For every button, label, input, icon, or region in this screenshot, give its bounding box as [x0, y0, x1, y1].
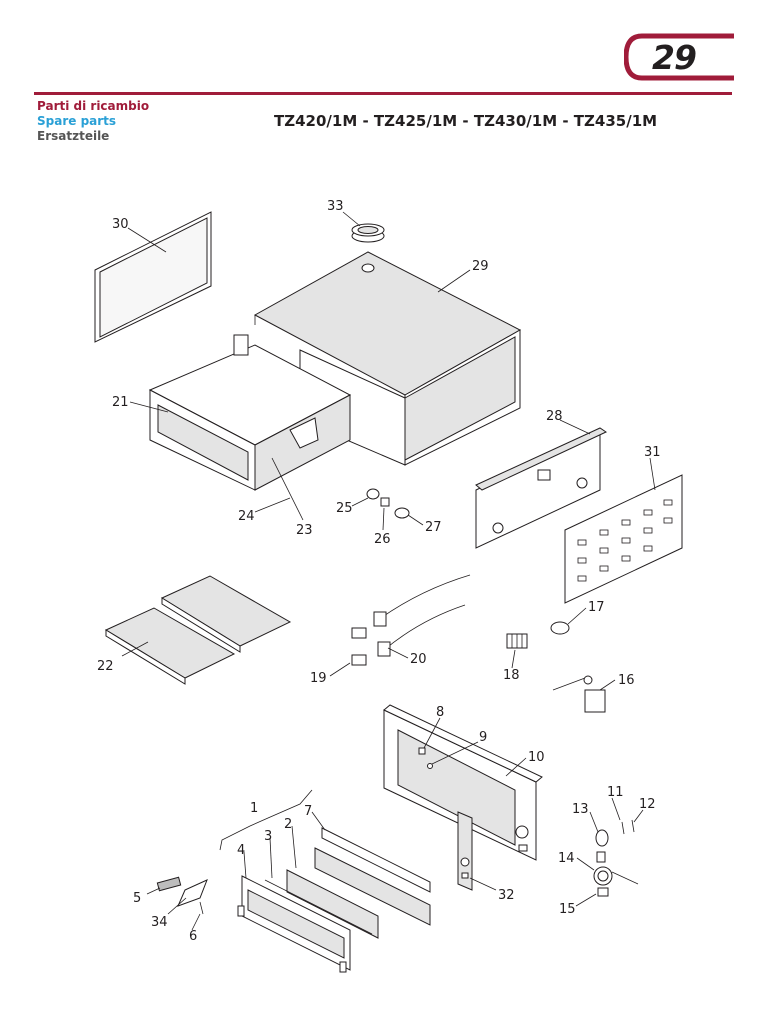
callout-18: 18 — [503, 668, 520, 683]
label-italian: Parti di ricambio — [37, 99, 150, 113]
callout-21: 21 — [112, 395, 129, 410]
part-19-switch — [351, 654, 367, 666]
callout-12: 12 — [639, 797, 656, 812]
callout-11: 11 — [607, 785, 624, 800]
callout-6: 6 — [189, 929, 197, 944]
part-15-knob-base — [597, 887, 609, 897]
callout-31: 31 — [644, 445, 661, 460]
callout-8: 8 — [436, 705, 444, 720]
label-german: Ersatzteile — [37, 129, 110, 143]
callout-14: 14 — [558, 851, 575, 866]
callout-27: 27 — [425, 520, 442, 535]
part-20-thermostat — [351, 574, 471, 657]
callout-15: 15 — [559, 902, 576, 917]
part-3-door-rod — [264, 879, 373, 935]
callout-20: 20 — [410, 652, 427, 667]
callout-23: 23 — [296, 523, 313, 538]
part-29-outer-cabinet — [253, 251, 522, 466]
part-1-door-bracket — [219, 789, 313, 851]
part-16-fan-motor — [552, 675, 606, 713]
part-33-vent-ring — [351, 223, 385, 243]
part-25-fitting — [366, 488, 380, 500]
callout-4: 4 — [237, 843, 245, 858]
part-28-back-plate — [475, 427, 608, 549]
page-number: 29 — [652, 38, 697, 77]
callout-34: 34 — [151, 915, 168, 930]
part-31-rear-panel — [564, 474, 683, 604]
header-rule — [34, 92, 732, 95]
callout-16: 16 — [618, 673, 635, 688]
callout-1: 1 — [250, 801, 258, 816]
callout-labels: 30 33 29 21 28 31 25 27 26 24 23 17 22 2… — [97, 199, 661, 944]
callout-5: 5 — [133, 891, 141, 906]
callout-3: 3 — [264, 829, 272, 844]
callout-33: 33 — [327, 199, 344, 214]
callout-10: 10 — [528, 750, 545, 765]
part-11-pin — [621, 821, 625, 835]
page-number-tab — [624, 33, 734, 81]
callout-13: 13 — [572, 802, 589, 817]
part-17-lamp-holder — [550, 621, 570, 635]
part-7-door-rail — [314, 827, 431, 926]
label-english: Spare parts — [37, 114, 117, 128]
part-34-handle-plate — [177, 879, 208, 907]
callout-24: 24 — [238, 509, 255, 524]
part-4-door-panel — [237, 875, 351, 973]
callout-17: 17 — [588, 600, 605, 615]
part-13-knob-cap — [595, 829, 609, 847]
models-title: TZ420/1M - TZ425/1M - TZ430/1M - TZ435/1… — [274, 112, 658, 130]
part-21-oven-muffle — [148, 334, 352, 491]
part-26-fitting — [380, 497, 390, 507]
callout-2: 2 — [284, 817, 292, 832]
part-14-knob — [593, 851, 639, 886]
callout-26: 26 — [374, 532, 391, 547]
part-5-handle-bolt — [156, 876, 182, 892]
callout-30: 30 — [112, 217, 129, 232]
callout-22: 22 — [97, 659, 114, 674]
part-30-glass-panel — [94, 211, 212, 343]
callout-29: 29 — [472, 259, 489, 274]
part-8-clip — [418, 747, 426, 755]
leader-lines — [121, 211, 656, 931]
callout-32: 32 — [498, 888, 515, 903]
part-12-pin — [631, 819, 635, 833]
part-32-control-strip — [457, 811, 473, 891]
part-18-terminal-block — [506, 633, 528, 649]
part-22-insulation-pads — [104, 575, 292, 685]
callout-25: 25 — [336, 501, 353, 516]
part-27-fitting — [394, 507, 410, 519]
callout-7: 7 — [304, 804, 312, 819]
callout-9: 9 — [479, 730, 487, 745]
part-6-screw — [199, 901, 204, 915]
callout-28: 28 — [546, 409, 563, 424]
part-9-screw — [427, 763, 433, 769]
part-2-door-glass — [286, 869, 379, 939]
section-labels: Parti di ricambio Spare parts Ersatzteil… — [37, 99, 149, 144]
callout-19: 19 — [310, 671, 327, 686]
